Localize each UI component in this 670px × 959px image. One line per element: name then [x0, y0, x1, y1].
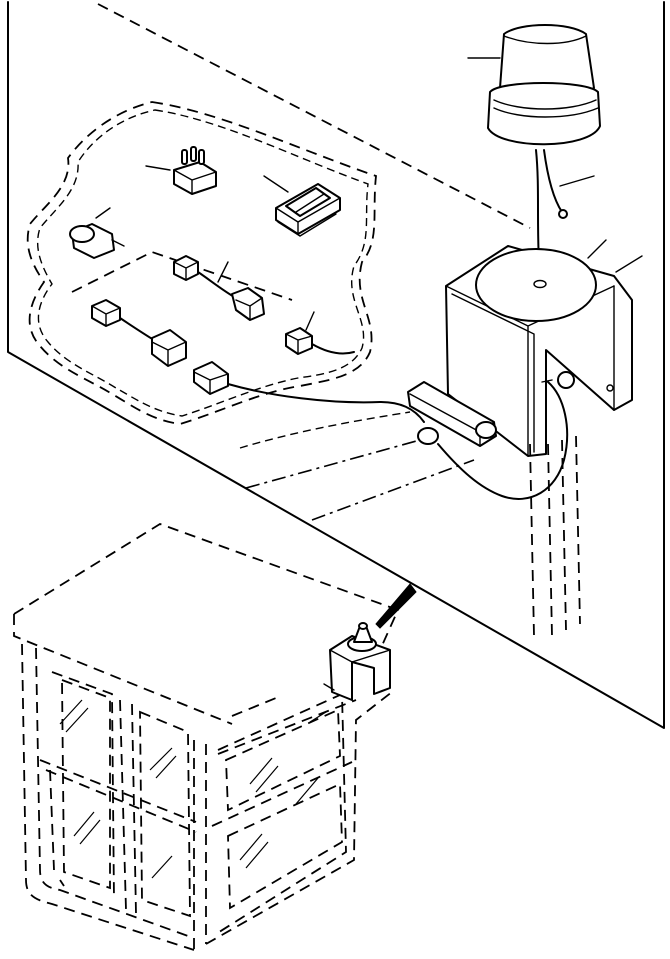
upper-harness: [173, 255, 265, 321]
beacon-lamp: [467, 24, 601, 281]
operator-cab: [13, 523, 400, 951]
relay: [145, 146, 217, 195]
buzzer: [69, 207, 125, 259]
mounting-bracket: [445, 239, 643, 457]
small-connector: [285, 311, 355, 355]
projection-lines: [239, 411, 581, 637]
cab-beacon-assembly: [323, 622, 391, 701]
lower-harness: [91, 299, 425, 423]
bolt-hardware: [407, 371, 614, 447]
parts-group-outline: [26, 101, 377, 425]
detail-panel: [7, 1, 665, 729]
rocker-switch: [263, 175, 341, 237]
beacon-wire: [437, 381, 569, 500]
detail-leader: [375, 583, 417, 629]
